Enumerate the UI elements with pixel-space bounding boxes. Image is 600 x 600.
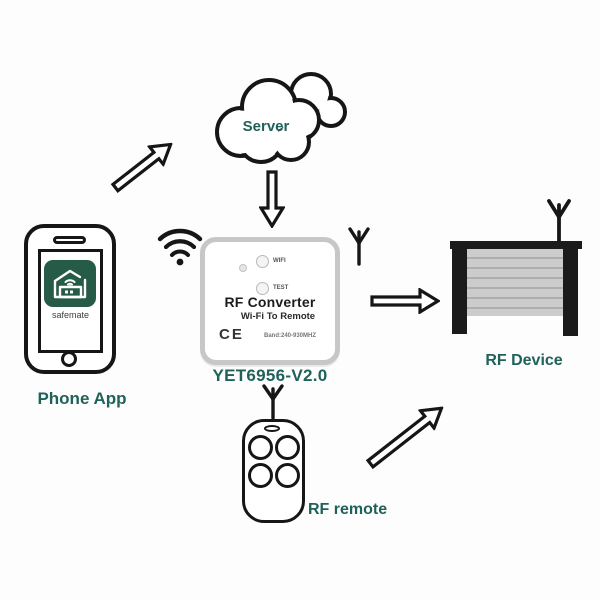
server-cloud-icon	[203, 62, 353, 172]
converter-subtitle: Wi-Fi To Remote	[240, 311, 316, 322]
phone: safemate	[24, 224, 116, 374]
phone-screen: safemate	[38, 249, 103, 353]
safemate-app-icon	[44, 260, 96, 307]
server-label: Server	[242, 118, 290, 135]
converter-test-button-label: TEST	[273, 285, 289, 291]
converter-wifi-button-icon	[256, 255, 269, 268]
converter-led-icon	[239, 264, 247, 272]
rf-device-label: RF Device	[485, 352, 563, 369]
remote-button-icon	[248, 463, 273, 488]
phone-home-button-icon	[61, 351, 77, 367]
wifi-icon	[156, 226, 204, 268]
arrow-phone-to-server-icon	[106, 133, 180, 199]
phone-label: Phone App	[37, 389, 127, 408]
rf-converter: WIFI TEST RF Converter Wi-Fi To Remote C…	[200, 237, 340, 365]
rf-remote-label: RF remote	[308, 501, 388, 518]
rf-remote	[242, 419, 305, 523]
remote-button-icon	[275, 435, 300, 460]
remote-button-icon	[275, 463, 300, 488]
remote-button-icon	[248, 435, 273, 460]
rf-device-top-bar	[450, 241, 582, 249]
arrow-server-to-converter-icon	[259, 170, 285, 228]
converter-antenna-icon	[346, 226, 372, 266]
arrow-remote-to-device-icon	[361, 397, 451, 475]
rf-device-right-post	[563, 241, 578, 336]
remote-led-icon	[264, 425, 280, 432]
phone-speaker-icon	[53, 236, 86, 244]
converter-model-label: YET6956-V2.0	[212, 366, 328, 385]
ce-mark: CE	[219, 326, 244, 343]
arrow-converter-to-device-icon	[370, 288, 440, 314]
rf-device-slats	[467, 249, 563, 316]
app-name-label: safemate	[51, 310, 90, 320]
rf-device-left-post	[452, 241, 467, 334]
converter-wifi-button-label: WIFI	[273, 258, 286, 264]
converter-title: RF Converter	[224, 294, 316, 310]
remote-antenna-icon	[260, 384, 286, 420]
converter-test-button-icon	[256, 282, 269, 295]
converter-band-text: Band:240-930MHZ	[263, 333, 316, 339]
device-antenna-icon	[544, 198, 574, 244]
